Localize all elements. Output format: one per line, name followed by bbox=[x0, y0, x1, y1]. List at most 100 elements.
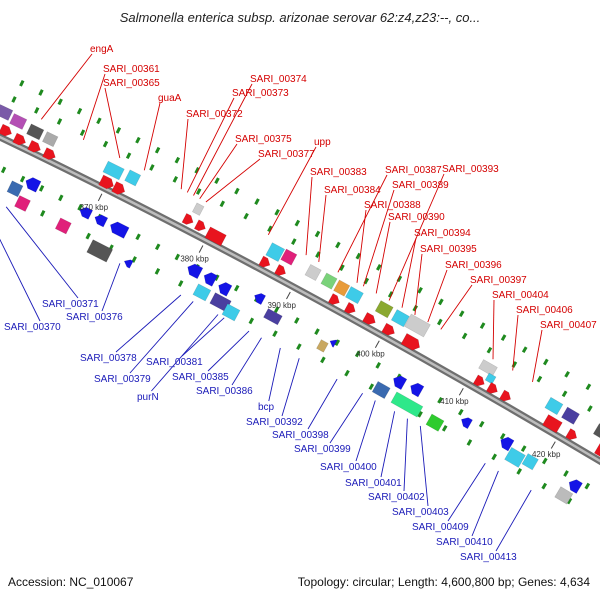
forward-gene-label: SARI_00407 bbox=[540, 320, 597, 331]
forward-gene bbox=[344, 286, 364, 305]
tick-mark bbox=[550, 441, 556, 449]
track-dot bbox=[77, 204, 83, 211]
forward-gene-label: SARI_00361 bbox=[103, 64, 160, 75]
track-dot bbox=[102, 140, 109, 148]
forward-gene bbox=[320, 272, 338, 290]
forward-gene bbox=[403, 313, 431, 338]
forward-gene bbox=[124, 169, 142, 187]
forward-gene bbox=[485, 381, 498, 394]
reverse-gene-label: SARI_00403 bbox=[392, 507, 449, 518]
forward-gene bbox=[561, 406, 580, 425]
reverse-gene-label: SARI_00413 bbox=[460, 552, 517, 563]
track-dot bbox=[0, 166, 7, 174]
forward-gene bbox=[6, 180, 24, 198]
forward-label-leader bbox=[143, 102, 161, 171]
forward-gene-label: SARI_00372 bbox=[186, 109, 243, 120]
forward-gene bbox=[258, 255, 271, 268]
track-dot bbox=[291, 238, 297, 245]
track-dot bbox=[584, 482, 591, 490]
tick-label: 370 kbp bbox=[80, 203, 109, 212]
reverse-gene-label: SARI_00386 bbox=[196, 386, 253, 397]
reverse-label-leader bbox=[447, 462, 486, 522]
forward-label-leader bbox=[199, 143, 238, 200]
track-dot bbox=[194, 167, 200, 174]
forward-gene-label: SARI_00374 bbox=[250, 74, 307, 85]
track-dot bbox=[115, 127, 122, 134]
track-dot bbox=[375, 362, 381, 369]
reverse-label-leader bbox=[419, 425, 429, 507]
forward-gene-label: SARI_00383 bbox=[310, 167, 367, 178]
track-dot bbox=[441, 424, 448, 432]
forward-gene bbox=[221, 303, 241, 322]
reverse-gene bbox=[460, 417, 473, 430]
track-dot bbox=[585, 383, 592, 391]
forward-gene bbox=[544, 396, 564, 416]
forward-label-leader bbox=[492, 299, 495, 360]
forward-gene-label: SARI_00377 bbox=[258, 149, 315, 160]
forward-label-leader bbox=[267, 146, 317, 236]
genome-title: Salmonella enterica subsp. arizonae sero… bbox=[119, 10, 481, 25]
track-dot bbox=[34, 107, 40, 114]
tick-label: 390 kbp bbox=[267, 301, 296, 310]
reverse-gene bbox=[79, 206, 94, 220]
track-dot bbox=[438, 298, 444, 306]
forward-gene bbox=[381, 322, 395, 336]
forward-gene-label: SARI_00388 bbox=[364, 200, 421, 211]
forward-gene bbox=[192, 283, 212, 302]
forward-label-leader bbox=[82, 73, 106, 141]
forward-label-leader bbox=[414, 253, 423, 315]
forward-gene bbox=[592, 423, 600, 441]
forward-gene bbox=[42, 147, 56, 160]
forward-gene bbox=[0, 123, 12, 137]
forward-gene bbox=[263, 308, 283, 326]
forward-gene bbox=[191, 202, 205, 216]
tick-label: 410 kbp bbox=[440, 397, 469, 406]
track-dot bbox=[566, 497, 573, 505]
topology-text: Topology: circular; Length: 4,600,800 bp… bbox=[297, 575, 590, 589]
track-dot bbox=[294, 219, 301, 227]
track-dot bbox=[177, 280, 184, 287]
track-dot bbox=[466, 439, 473, 446]
tick-mark bbox=[97, 193, 103, 202]
reverse-gene bbox=[410, 382, 425, 398]
track-dot bbox=[219, 200, 226, 208]
forward-gene bbox=[14, 195, 31, 212]
track-dot bbox=[154, 268, 161, 275]
track-dot bbox=[536, 375, 543, 383]
forward-gene bbox=[204, 226, 227, 247]
track-dot bbox=[541, 482, 548, 490]
forward-label-leader bbox=[193, 83, 253, 196]
forward-gene bbox=[27, 139, 41, 153]
forward-label-leader bbox=[440, 284, 473, 330]
forward-gene-label: SARI_00393 bbox=[442, 164, 499, 175]
track-dot bbox=[344, 369, 350, 377]
reverse-label-leader bbox=[329, 393, 363, 444]
track-dot bbox=[314, 328, 320, 335]
reverse-label-leader bbox=[355, 400, 376, 462]
reverse-gene-label: SARI_00398 bbox=[272, 430, 329, 441]
track-dot bbox=[587, 405, 593, 412]
reverse-gene-label: bcp bbox=[258, 402, 275, 413]
reverse-gene bbox=[94, 214, 109, 228]
track-dot bbox=[56, 118, 63, 125]
reverse-label-leader bbox=[380, 411, 396, 478]
reverse-gene bbox=[123, 259, 134, 269]
forward-gene-label: upp bbox=[314, 137, 331, 148]
reverse-label-leader bbox=[181, 317, 225, 357]
reverse-label-leader bbox=[129, 301, 194, 374]
forward-gene bbox=[12, 132, 26, 146]
forward-gene-label: SARI_00404 bbox=[492, 290, 549, 301]
forward-label-leader bbox=[104, 87, 121, 159]
forward-label-leader bbox=[427, 269, 448, 323]
track-dot bbox=[561, 390, 568, 398]
forward-label-leader bbox=[180, 118, 189, 190]
forward-gene bbox=[504, 446, 526, 468]
track-dot bbox=[85, 232, 91, 240]
forward-label-leader bbox=[318, 194, 327, 262]
reverse-gene bbox=[25, 177, 42, 193]
track-dot bbox=[96, 117, 102, 125]
tick-label: 400 kbp bbox=[356, 350, 385, 359]
track-dot bbox=[174, 156, 181, 164]
